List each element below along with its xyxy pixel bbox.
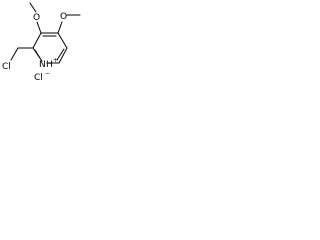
bond-c3-oxygen <box>36 21 42 34</box>
bond-c4-oxygen <box>57 21 63 34</box>
ring-bond-n-c2-inner <box>34 49 41 59</box>
counter-charge-label: − <box>45 70 50 77</box>
ring-hydrogen-label: H <box>46 60 53 70</box>
bond-methylene-chlorine <box>10 47 19 61</box>
chemical-structure: O O Cl N H + Cl − <box>2 2 81 82</box>
oxygen-left-label: O <box>33 13 40 23</box>
ring-bond-c4-c5 <box>57 32 68 49</box>
ring-bond-c5-c6 <box>58 47 68 64</box>
counter-ion-label: Cl <box>34 73 43 82</box>
ring-bond-c2-c3 <box>32 32 42 49</box>
chlorine-label: Cl <box>2 62 11 72</box>
oxygen-right-label: O <box>60 12 67 22</box>
ring-nitrogen-label: N <box>39 60 46 70</box>
ring-charge-label: + <box>53 57 58 64</box>
bond-oxygen-methyl-left <box>29 2 37 13</box>
ring-bond-c5-c6-inner <box>56 48 65 61</box>
